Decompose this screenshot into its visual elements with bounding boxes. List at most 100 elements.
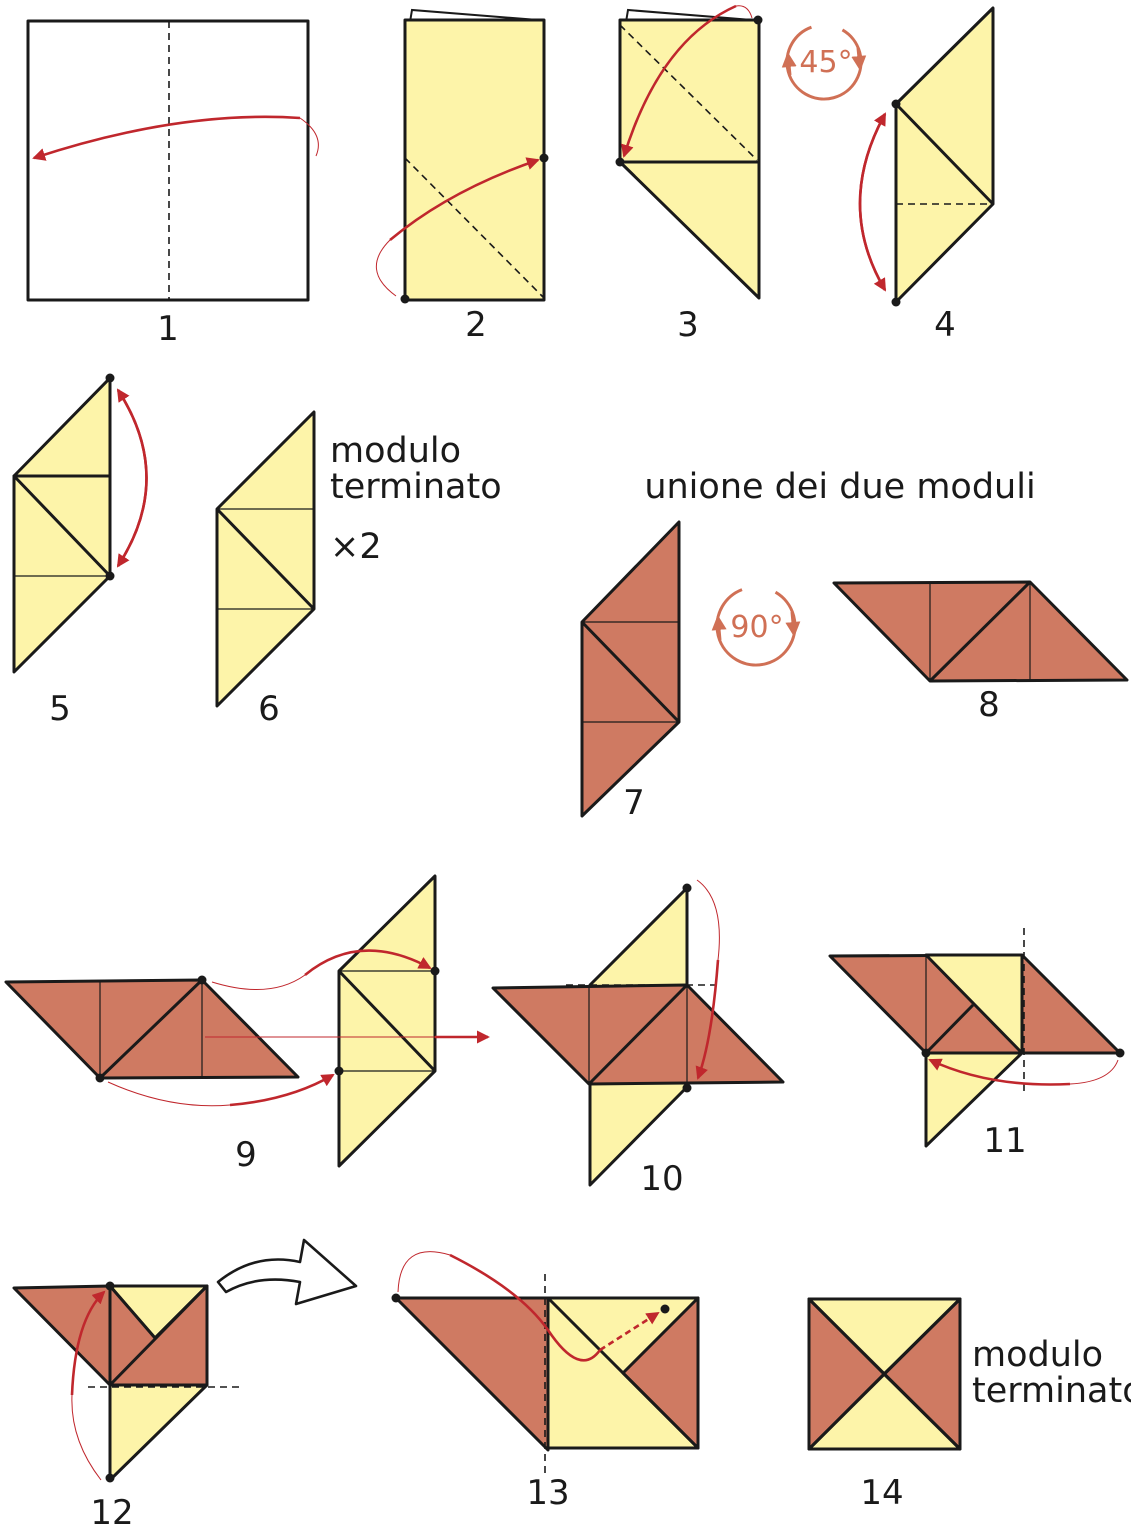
step-13: 13 xyxy=(391,1251,700,1513)
diagonal-fold-line xyxy=(404,157,545,299)
step-8: 8 xyxy=(832,580,1129,725)
crease-edge xyxy=(587,983,689,1086)
crease-edge xyxy=(98,978,204,1080)
fold-arrow-tail xyxy=(71,1394,102,1481)
step-number: 4 xyxy=(934,305,956,345)
fold-arrow-tail xyxy=(397,1251,451,1293)
reference-dot-icon xyxy=(615,157,625,167)
step-number: 14 xyxy=(860,1473,903,1513)
fold-arrow-icon xyxy=(229,1073,335,1107)
fold-arrow-icon xyxy=(858,113,887,292)
reference-dot-icon xyxy=(105,1281,115,1291)
reference-dot-icon xyxy=(197,975,207,985)
rotate-icon: 90° xyxy=(711,585,801,667)
reference-dot-icon xyxy=(753,15,763,25)
upper-triangle xyxy=(12,376,112,478)
step-7: 7 xyxy=(580,520,681,823)
fold-arrow-tail xyxy=(735,5,753,19)
step-number: 10 xyxy=(640,1159,683,1199)
reference-dot-icon xyxy=(95,1073,105,1083)
reference-dot-icon xyxy=(391,1293,401,1303)
module-done-caption: modulo xyxy=(972,1335,1103,1375)
reference-dot-icon xyxy=(105,1473,115,1483)
step-3: 3 xyxy=(615,4,763,345)
fold-arrow-tail xyxy=(1069,1059,1119,1085)
step-number: 9 xyxy=(235,1135,257,1175)
step-14: 14 modulo terminato xyxy=(807,1297,1131,1513)
reference-dot-icon xyxy=(682,1083,692,1093)
fold-arrow-icon xyxy=(928,1058,1071,1086)
reference-dot-icon xyxy=(539,153,549,163)
step-number: 8 xyxy=(978,685,1000,725)
crease-edge xyxy=(546,1296,700,1450)
upper-rectangle xyxy=(618,18,761,164)
back-layer-edge xyxy=(625,8,753,23)
reference-dot-icon xyxy=(921,1048,931,1058)
rotation-angle: 90° xyxy=(730,610,783,645)
fold-arrow-tail xyxy=(211,974,306,990)
step-number: 7 xyxy=(623,783,645,823)
reference-dot-icon xyxy=(1115,1048,1125,1058)
crease-edge xyxy=(12,474,112,578)
fold-arrow-icon xyxy=(304,949,432,977)
folded-triangle xyxy=(618,160,761,300)
fold-arrow-icon xyxy=(599,1311,660,1352)
crease-edge xyxy=(928,580,1032,683)
step-4: 4 xyxy=(858,6,995,345)
fold-arrow-tail xyxy=(375,239,397,297)
reference-dot-icon xyxy=(891,99,901,109)
crease-edge xyxy=(924,1003,975,1055)
step-number: 11 xyxy=(983,1121,1026,1161)
crease-edge xyxy=(108,1284,209,1387)
reference-dot-icon xyxy=(400,294,410,304)
fold-arrow-tail xyxy=(299,117,319,157)
folded-rectangle xyxy=(403,18,546,302)
module-done-caption: modulo xyxy=(330,431,461,471)
square-paper xyxy=(26,19,310,302)
crease-edge xyxy=(580,620,681,724)
step-6: 6 modulo terminato ×2 xyxy=(215,410,502,729)
step-11: 11 xyxy=(828,928,1125,1161)
reference-dot-icon xyxy=(891,297,901,307)
fold-arrow-icon xyxy=(70,1290,106,1396)
step-2: 2 xyxy=(375,8,549,345)
light-flap xyxy=(924,953,1024,1055)
step-12: 12 xyxy=(12,1281,240,1533)
diagonal-edge xyxy=(807,1297,962,1451)
reference-dot-icon xyxy=(334,1066,344,1076)
reference-dot-icon xyxy=(430,966,440,976)
reference-dot-icon xyxy=(660,1304,670,1314)
fold-arrow-icon xyxy=(116,388,148,567)
reference-dot-icon xyxy=(105,373,115,383)
step-number: 12 xyxy=(90,1493,133,1533)
dark-module xyxy=(580,520,681,818)
fold-arrow-icon xyxy=(449,1253,550,1331)
step-10: 10 xyxy=(491,879,785,1199)
fold-arrow-tail xyxy=(107,1081,231,1107)
dark-left-triangle xyxy=(394,1296,550,1452)
fold-arrow-icon xyxy=(546,1329,602,1362)
step-number: 1 xyxy=(157,309,179,349)
fold-arrow-icon xyxy=(621,4,737,158)
step-1: 1 xyxy=(26,19,319,349)
light-lower-flap xyxy=(108,1383,209,1482)
step-number: 2 xyxy=(465,305,487,345)
fold-arrow-tail xyxy=(696,879,720,961)
reference-dot-icon xyxy=(105,571,115,581)
step-number: 3 xyxy=(677,305,699,345)
reference-dot-icon xyxy=(682,883,692,893)
step-number: 13 xyxy=(526,1473,569,1513)
join-title: unione dei due moduli xyxy=(644,467,1035,507)
fold-arrow-icon xyxy=(389,157,540,241)
step-number: 6 xyxy=(258,689,280,729)
step-number: 5 xyxy=(49,689,71,729)
module-done-caption: terminato xyxy=(330,467,502,507)
back-layer-edge xyxy=(409,8,539,23)
fold-arrow-icon xyxy=(32,115,301,161)
step-5: 5 xyxy=(12,373,148,729)
rotate-icon: 45° xyxy=(781,23,867,101)
fold-arrow-icon xyxy=(695,959,720,1080)
crease-edge xyxy=(337,969,437,1073)
light-lower-flap xyxy=(924,1051,1024,1148)
